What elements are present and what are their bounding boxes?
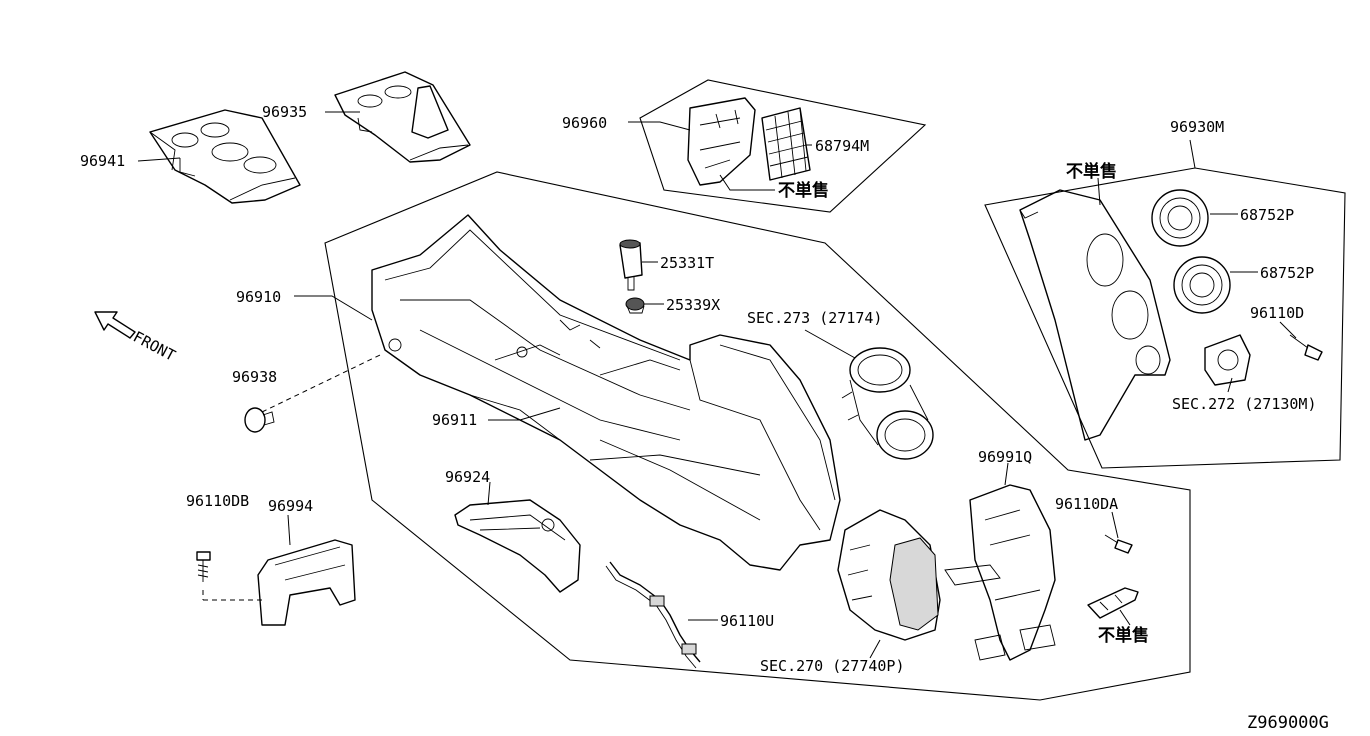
label-not-sold-96930M: 不単售 — [1066, 161, 1117, 182]
screw-96110D[interactable] — [1289, 334, 1323, 361]
label-96110U: 96110U — [720, 612, 774, 630]
console-box-96910[interactable] — [371, 214, 841, 571]
clip-not-sold-96991Q[interactable] — [1087, 587, 1139, 619]
label-25339X: 25339X — [666, 296, 720, 314]
bracket-96991Q[interactable] — [944, 484, 1056, 661]
label-96991Q: 96991Q — [978, 448, 1032, 466]
label-96911: 96911 — [432, 411, 477, 429]
cup-holder-finisher-96941[interactable] — [149, 109, 301, 204]
finisher-group-boundary — [984, 167, 1346, 469]
vent-grille-68794M[interactable] — [761, 107, 811, 181]
vent-duct-27174[interactable] — [841, 347, 934, 460]
label-96924: 96924 — [445, 468, 490, 486]
label-96930M: 96930M — [1170, 118, 1224, 136]
vent-ring-68752P-lower[interactable] — [1173, 256, 1231, 314]
label-not-sold-96960: 不単售 — [778, 180, 829, 201]
label-96941: 96941 — [80, 152, 125, 170]
switch-assembly-27130M[interactable] — [1204, 334, 1251, 386]
label-sec270: SEC.270 (27740P) — [760, 657, 905, 675]
console-finisher-96930M[interactable] — [1019, 189, 1171, 441]
label-68794M: 68794M — [815, 137, 869, 155]
bracket-96994[interactable] — [257, 539, 356, 626]
label-68752P-lower: 68752P — [1260, 264, 1314, 282]
label-sec272: SEC.272 (27130M) — [1172, 395, 1317, 413]
console-group-boundary — [324, 171, 1191, 701]
vent-ring-68752P-upper[interactable] — [1151, 189, 1209, 247]
label-96110D: 96110D — [1250, 304, 1304, 322]
bracket-group-boundary — [639, 79, 927, 213]
label-96110DB: 96110DB — [186, 492, 249, 510]
leader-lines — [137, 111, 1297, 659]
diagram-code: Z969000G — [1247, 713, 1329, 733]
label-96938: 96938 — [232, 368, 277, 386]
duct-96924[interactable] — [454, 499, 581, 593]
label-68752P-upper: 68752P — [1240, 206, 1294, 224]
label-not-sold-96991Q: 不単售 — [1098, 625, 1149, 646]
label-96110DA: 96110DA — [1055, 495, 1118, 513]
socket-cap-25339X[interactable] — [625, 297, 645, 314]
label-front: FRONT — [130, 328, 178, 365]
label-25331T: 25331T — [660, 254, 714, 272]
front-arrow-icon — [94, 311, 136, 339]
screw-96110DB[interactable] — [196, 551, 211, 582]
bracket-96960[interactable] — [687, 97, 756, 186]
harness-96110U[interactable] — [605, 561, 701, 669]
label-sec273: SEC.273 (27174) — [747, 309, 882, 327]
power-socket-25331T[interactable] — [619, 239, 643, 291]
screw-96110DA[interactable] — [1104, 534, 1133, 554]
clip-96938[interactable] — [244, 407, 275, 433]
shift-lever-27740P[interactable] — [837, 509, 941, 641]
label-96935: 96935 — [262, 103, 307, 121]
label-96994: 96994 — [268, 497, 313, 515]
cup-holder-finisher-96935[interactable] — [334, 71, 471, 163]
label-96960: 96960 — [562, 114, 607, 132]
label-96910: 96910 — [236, 288, 281, 306]
